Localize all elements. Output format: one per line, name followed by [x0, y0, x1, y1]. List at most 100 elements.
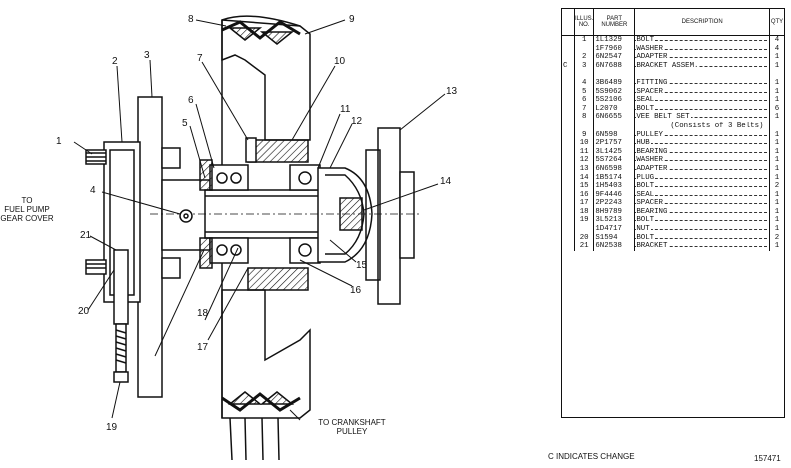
description-text: NUT: [636, 225, 651, 234]
row-mark: [562, 199, 575, 208]
description-text: ADAPTER: [636, 53, 669, 62]
parts-table: ILLUS. NO. PART NUMBER DESCRIPTION QTY 1…: [562, 9, 784, 251]
row-mark: [562, 190, 575, 200]
row-qty: 6: [774, 104, 780, 113]
row-illus-no: 11: [574, 147, 595, 157]
callout-17: 17: [197, 342, 209, 353]
row-description: SPACER: [634, 199, 770, 208]
row-mark: C: [562, 61, 575, 71]
row-illus-no: 18: [574, 207, 595, 217]
row-part-number: 5S2106: [593, 96, 636, 105]
row-description: BOLT: [634, 182, 770, 191]
leader-dots: [635, 194, 767, 196]
leader-dots: [635, 48, 767, 50]
row-description: HUB: [634, 139, 770, 148]
drawing-number: 157471: [754, 454, 781, 463]
row-part-number: 1H5403: [593, 182, 636, 191]
row-mark: [562, 225, 575, 234]
row-mark: [562, 78, 575, 88]
description-text: ADAPTER: [636, 164, 669, 173]
header-qty: QTY: [769, 9, 784, 36]
header-mark: [562, 9, 575, 36]
header-part-number: PART NUMBER: [593, 9, 636, 36]
description-text: PLUG: [636, 173, 656, 182]
description-text: WASHER: [636, 156, 664, 165]
row-illus-no: 1: [574, 35, 595, 45]
callout-14: 14: [440, 176, 452, 187]
row-mark: [562, 130, 575, 140]
row-qty: 4: [774, 44, 780, 53]
row-qty: 1: [774, 113, 780, 122]
row-description: PULLEY: [634, 130, 770, 140]
row-part-number: 6N7688: [593, 61, 636, 71]
row-qty: 1: [774, 190, 780, 199]
row-description: WASHER: [634, 44, 770, 54]
exploded-view-drawing: 1 2 3 4 5 6 7 8 9 10 11 12 13 14 15 16 1…: [0, 14, 457, 461]
leader-dots: [635, 220, 767, 222]
leader-dots: [635, 82, 767, 84]
row-part-number: 6N2547: [593, 53, 636, 62]
row-illus-no: 6: [574, 96, 595, 105]
row-mark: [562, 233, 575, 243]
callout-4: 4: [90, 185, 96, 196]
row-qty: 1: [774, 199, 780, 208]
row-description: [634, 70, 770, 79]
row-description: BOLT: [634, 233, 770, 243]
callout-18: 18: [197, 308, 209, 319]
row-mark: [562, 35, 575, 45]
row-qty: 1: [774, 147, 780, 156]
description-text: PULLEY: [636, 130, 664, 139]
leader-dots: [635, 91, 767, 93]
row-part-number: 3B6489: [593, 78, 636, 88]
row-mark: [562, 164, 575, 174]
leader-dots: [635, 40, 767, 41]
row-part-number: [593, 121, 636, 131]
leader-dots: [635, 151, 767, 153]
row-qty: 1: [774, 173, 780, 182]
callout-9: 9: [349, 14, 355, 25]
row-description: SEAL: [634, 96, 770, 105]
row-part-number: 2P1757: [593, 139, 636, 148]
row-part-number: L2070: [593, 104, 636, 114]
row-part-number: 9F4446: [593, 190, 636, 200]
row-part-number: 3L1425: [593, 147, 636, 157]
description-text: BRACKET: [636, 242, 669, 251]
callout-20: 20: [78, 306, 90, 317]
leader-dots: [635, 160, 767, 162]
row-part-number: 6N6655: [593, 113, 636, 122]
row-part-number: 6N598: [593, 130, 636, 140]
row-mark: [562, 96, 575, 105]
row-illus-no: 3: [574, 61, 595, 71]
row-illus-no: 2: [574, 53, 595, 62]
callout-1: 1: [56, 136, 62, 147]
change-indicator-note: C INDICATES CHANGE: [548, 452, 635, 461]
header-description: DESCRIPTION: [634, 9, 770, 36]
callout-6: 6: [188, 95, 194, 106]
row-illus-no: [574, 44, 595, 54]
description-text: SEAL: [636, 96, 656, 105]
row-qty: 1: [774, 216, 780, 225]
leader-dots: [635, 229, 767, 231]
leader-dots: [635, 237, 767, 239]
row-part-number: 8H9789: [593, 207, 636, 217]
row-qty: 1: [774, 130, 780, 139]
callout-21: 21: [80, 230, 92, 241]
row-mark: [562, 242, 575, 251]
leader-dots: [635, 177, 767, 179]
leader-dots: [635, 108, 767, 110]
description-text: BOLT: [636, 36, 656, 44]
assembly-illustration: [73, 15, 446, 461]
row-qty: [770, 70, 785, 79]
row-mark: [562, 87, 575, 97]
row-illus-no: 13: [574, 164, 595, 174]
description-text: [636, 70, 638, 79]
row-illus-no: 16: [574, 190, 595, 200]
